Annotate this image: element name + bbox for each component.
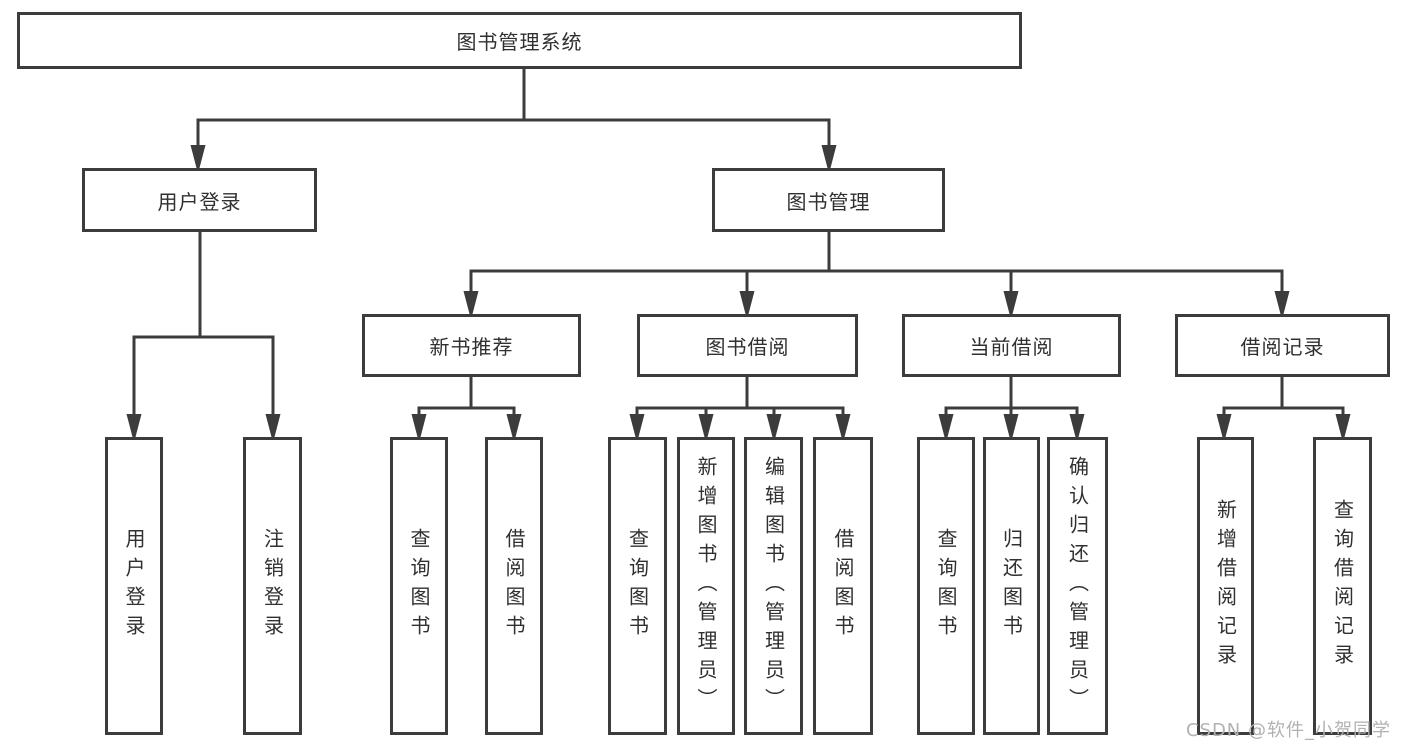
leaf-borrow-books-borrowing-label: 借阅图书 <box>831 528 855 644</box>
leaf-logout: 注销登录 <box>243 437 302 735</box>
node-borrowing-records: 借阅记录 <box>1175 314 1390 377</box>
leaf-return-books: 归还图书 <box>983 437 1040 735</box>
leaf-add-books-admin-label: 新增图书（管理员） <box>694 455 718 717</box>
leaf-query-books-recommend-label: 查询图书 <box>407 528 431 644</box>
leaf-query-books-borrowing: 查询图书 <box>608 437 667 735</box>
leaf-confirm-return-admin-label: 确认归还（管理员） <box>1065 455 1090 717</box>
leaf-return-books-label: 归还图书 <box>999 528 1024 644</box>
leaf-user-login: 用户登录 <box>105 437 163 735</box>
leaf-query-borrow-record: 查询借阅记录 <box>1313 437 1372 735</box>
leaf-query-books-current: 查询图书 <box>917 437 975 735</box>
node-book-borrowing-label: 图书借阅 <box>705 335 790 359</box>
csdn-watermark: CSDN @软件_小贺同学 <box>1185 720 1391 741</box>
node-book-management: 图书管理 <box>712 168 945 232</box>
node-current-borrowing: 当前借阅 <box>902 314 1121 377</box>
leaf-logout-label: 注销登录 <box>260 528 285 644</box>
node-new-book-recommend-label: 新书推荐 <box>429 335 514 359</box>
node-user-login: 用户登录 <box>82 168 317 232</box>
leaf-borrow-books-recommend-label: 借阅图书 <box>502 528 526 644</box>
node-user-login-label: 用户登录 <box>157 189 242 214</box>
leaf-add-books-admin: 新增图书（管理员） <box>677 437 735 735</box>
node-root: 图书管理系统 <box>17 12 1022 69</box>
leaf-confirm-return-admin: 确认归还（管理员） <box>1047 437 1108 735</box>
node-book-management-label: 图书管理 <box>786 189 871 214</box>
leaf-query-books-current-label: 查询图书 <box>934 528 958 644</box>
node-current-borrowing-label: 当前借阅 <box>969 335 1054 359</box>
leaf-query-books-recommend: 查询图书 <box>390 437 448 735</box>
leaf-edit-books-admin-label: 编辑图书（管理员） <box>761 455 786 717</box>
leaf-edit-books-admin: 编辑图书（管理员） <box>744 437 803 735</box>
leaf-borrow-books-borrowing: 借阅图书 <box>813 437 873 735</box>
node-borrowing-records-label: 借阅记录 <box>1240 335 1325 359</box>
node-new-book-recommend: 新书推荐 <box>362 314 581 377</box>
leaf-add-borrow-record: 新增借阅记录 <box>1197 437 1254 735</box>
node-book-borrowing: 图书借阅 <box>637 314 858 377</box>
leaf-add-borrow-record-label: 新增借阅记录 <box>1213 499 1238 673</box>
leaf-query-borrow-record-label: 查询借阅记录 <box>1330 499 1355 673</box>
leaf-borrow-books-recommend: 借阅图书 <box>485 437 543 735</box>
leaf-user-login-label: 用户登录 <box>122 528 146 644</box>
leaf-query-books-borrowing-label: 查询图书 <box>625 528 650 644</box>
node-root-label: 图书管理系统 <box>456 30 583 54</box>
